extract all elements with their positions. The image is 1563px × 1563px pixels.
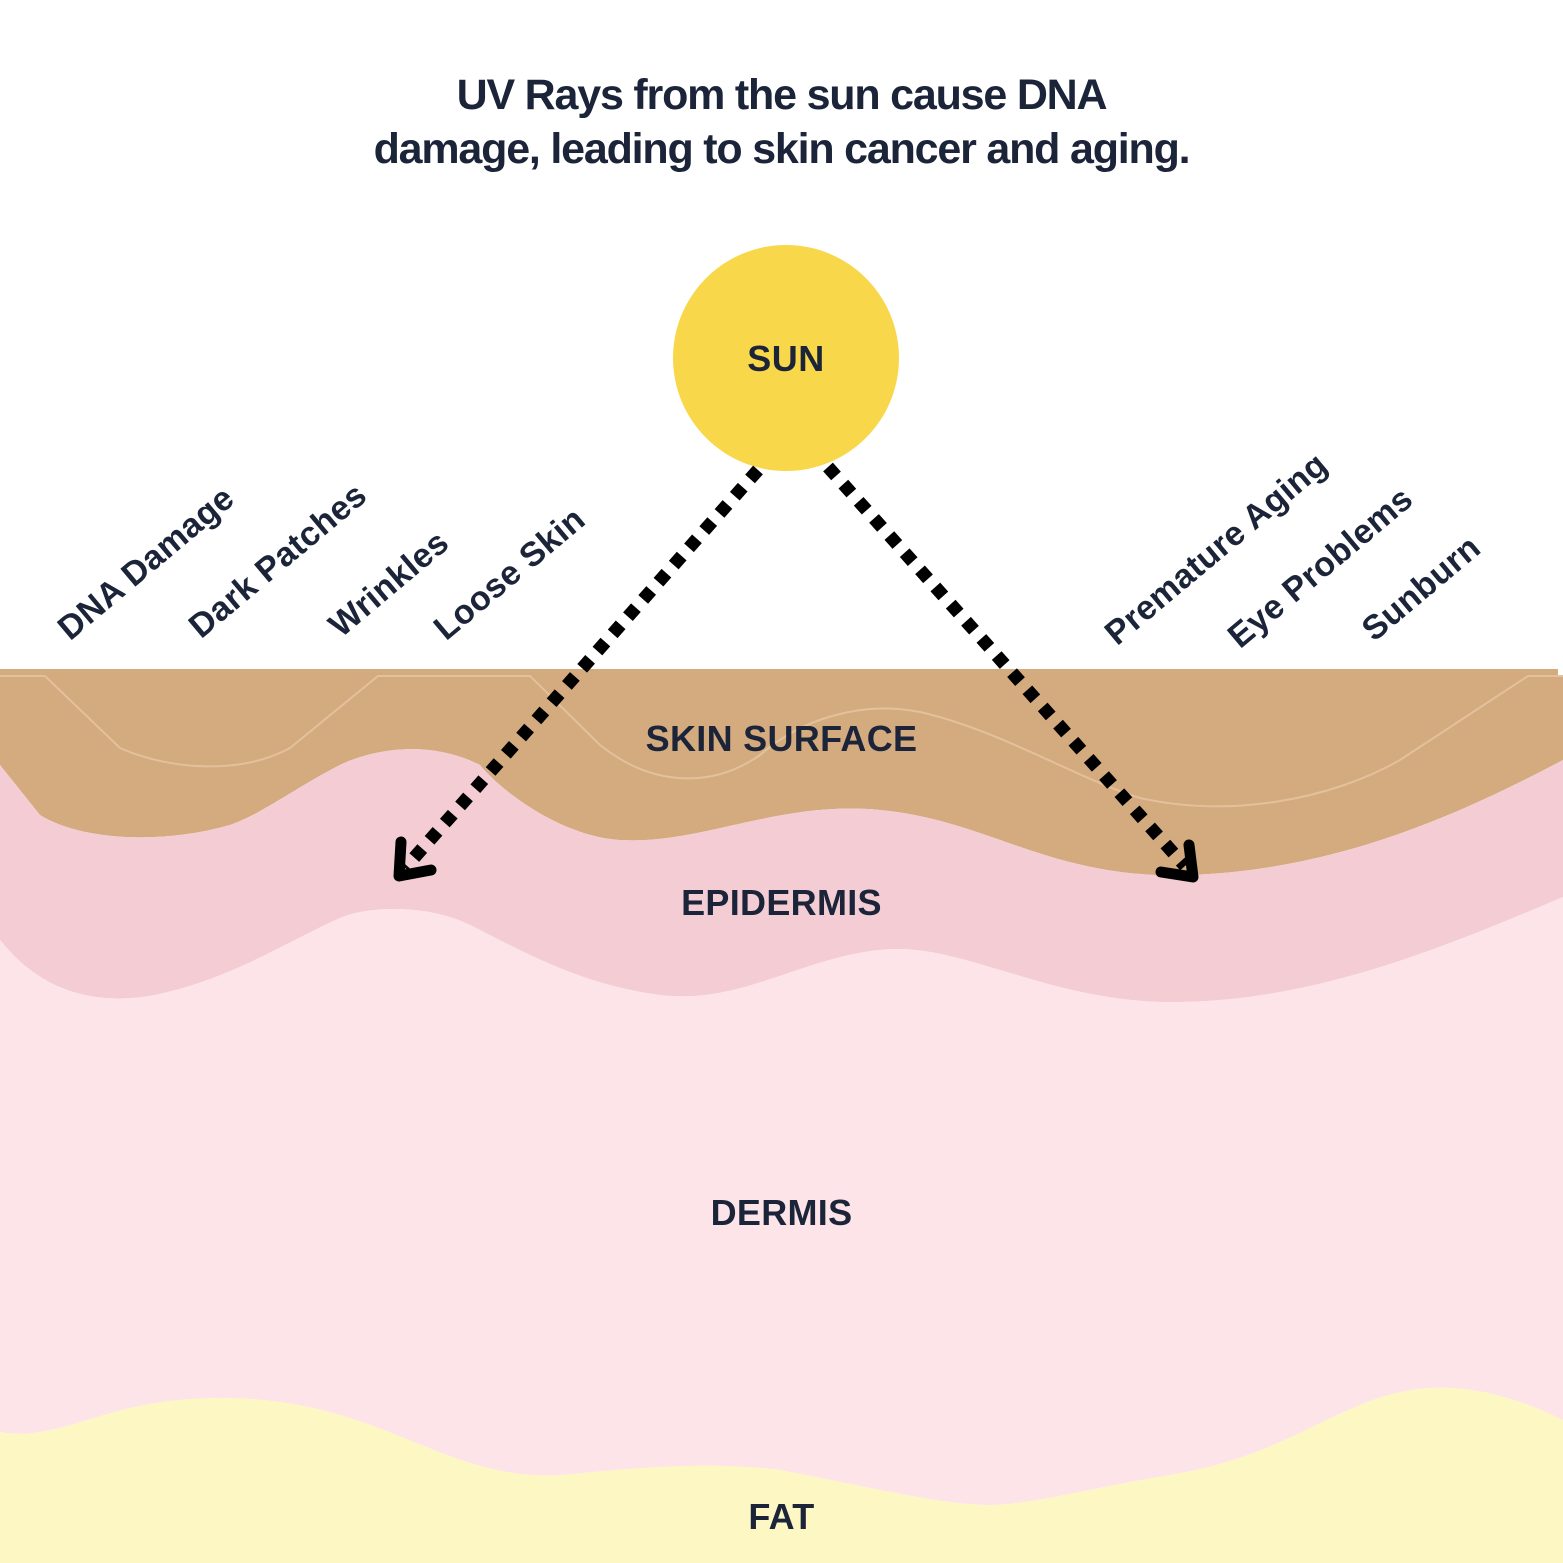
uv-ray-arrow-right [823, 462, 1199, 883]
diagram-title: UV Rays from the sun cause DNA damage, l… [0, 68, 1563, 176]
sun: SUN [673, 246, 899, 472]
skin-surface-label: SKIN SURFACE [645, 718, 918, 759]
uv-ray-left-arrowhead [393, 836, 437, 882]
sun-label: SUN [747, 338, 825, 379]
epidermis-label: EPIDERMIS [681, 882, 882, 923]
uv-ray-right-arrowhead [1155, 839, 1199, 883]
dermis-layer [0, 897, 1563, 1505]
fat-label: FAT [748, 1496, 815, 1537]
surface-contour-line [0, 675, 1563, 808]
uv-ray-arrow-left [393, 465, 763, 882]
title-line-2: damage, leading to skin cancer and aging… [373, 125, 1191, 173]
uv-ray-left-line [400, 465, 763, 873]
sun-circle [673, 245, 899, 471]
uv-ray-right-line [823, 462, 1190, 871]
epidermis-layer [0, 749, 1563, 1003]
fat-layer [0, 1387, 1563, 1563]
dermis-label: DERMIS [710, 1192, 853, 1233]
title-line-1: UV Rays from the sun cause DNA [456, 71, 1108, 119]
skin-surface-layer [0, 669, 1563, 876]
